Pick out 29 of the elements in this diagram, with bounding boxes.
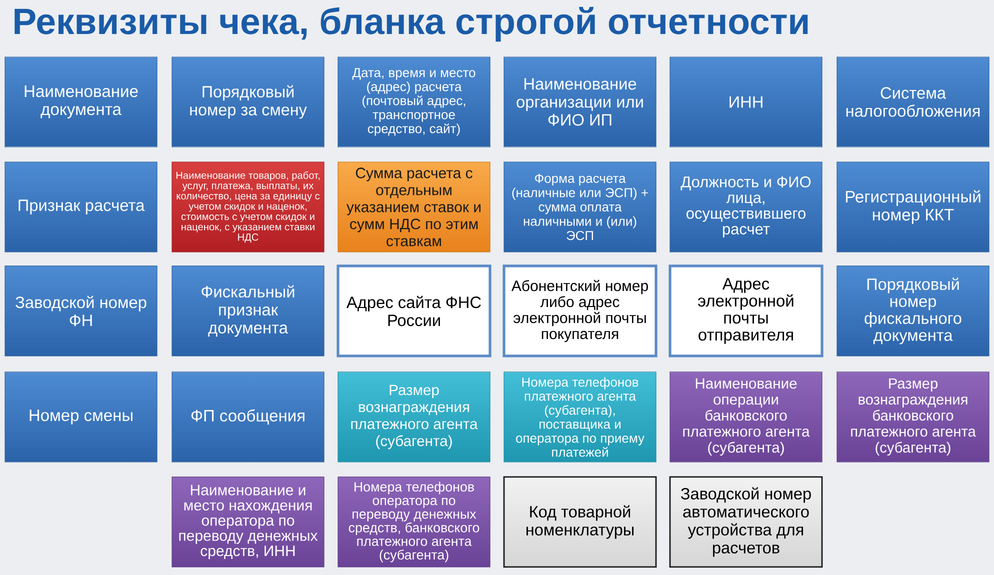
text-box: Наименование операции банковского платежного агента (субагента) [670,372,822,462]
text-box: ИНН [670,56,822,148]
text-box: Размер вознаграждения банковского платежного агента (субагента) [836,372,990,462]
text-box: Адрес электронной почты отправителя [668,264,824,358]
text-box: Номера телефонов оператора по переводу денежных средств, банковского платежного агента (субагента) [338,476,490,568]
text-box: Порядковый номер фискального документа [836,266,990,356]
text-box: Номера телефонов платежного агента (субагента), поставщика и оператора по приему платежей [504,372,656,462]
text-box: Наименование и место нахождения оператора по переводу денежных средств, ИНН [172,476,324,568]
text-box: Система налогообложения [836,56,990,148]
text-box: Дата, время и место (адрес) расчета (почтовый адрес, транспортное средство, сайт) [338,56,490,148]
text-box: Абонентский номер либо адрес электронной почты покупателя [502,264,658,358]
text-box: Адрес сайта ФНС России [336,264,492,358]
text-box: Код товарной номенклатуры [503,476,657,568]
text-box: ФП сообщения [172,372,324,462]
text-box: Сумма расчета с отдельным указанием ставок и сумм НДС по этим ставкам [338,162,490,252]
text-box: Заводской номер ФН [4,266,158,356]
text-box: Форма расчета (наличные или ЭСП) + сумма оплата наличными и (или) ЭСП [504,162,656,252]
text-box: Наименование товаров, работ, услуг, платежа, выплаты, их количество, цена за единицу с учетом скидок и наценок, стоимость с учетом скидок и наценок, с указанием ставки НДС [172,162,324,252]
text-box: Порядковый номер за смену [172,56,324,148]
text-box: Заводской номер автоматического устройства для расчетов [669,476,823,568]
text-box: Регистрационный номер ККТ [836,162,990,252]
text-box: Признак расчета [4,162,158,252]
text-box: Фискальный признак документа [172,266,324,356]
text-box: Наименование документа [4,56,158,148]
text-box: Наименование организации или ФИО ИП [504,56,656,148]
text-box: Номер смены [4,372,158,462]
text-box: Должность и ФИО лица, осуществившего расчет [670,162,822,252]
title: Реквизиты чека, бланка строгой отчетности [14,6,808,42]
text-box: Размер вознаграждения платежного агента (субагента) [338,372,490,462]
